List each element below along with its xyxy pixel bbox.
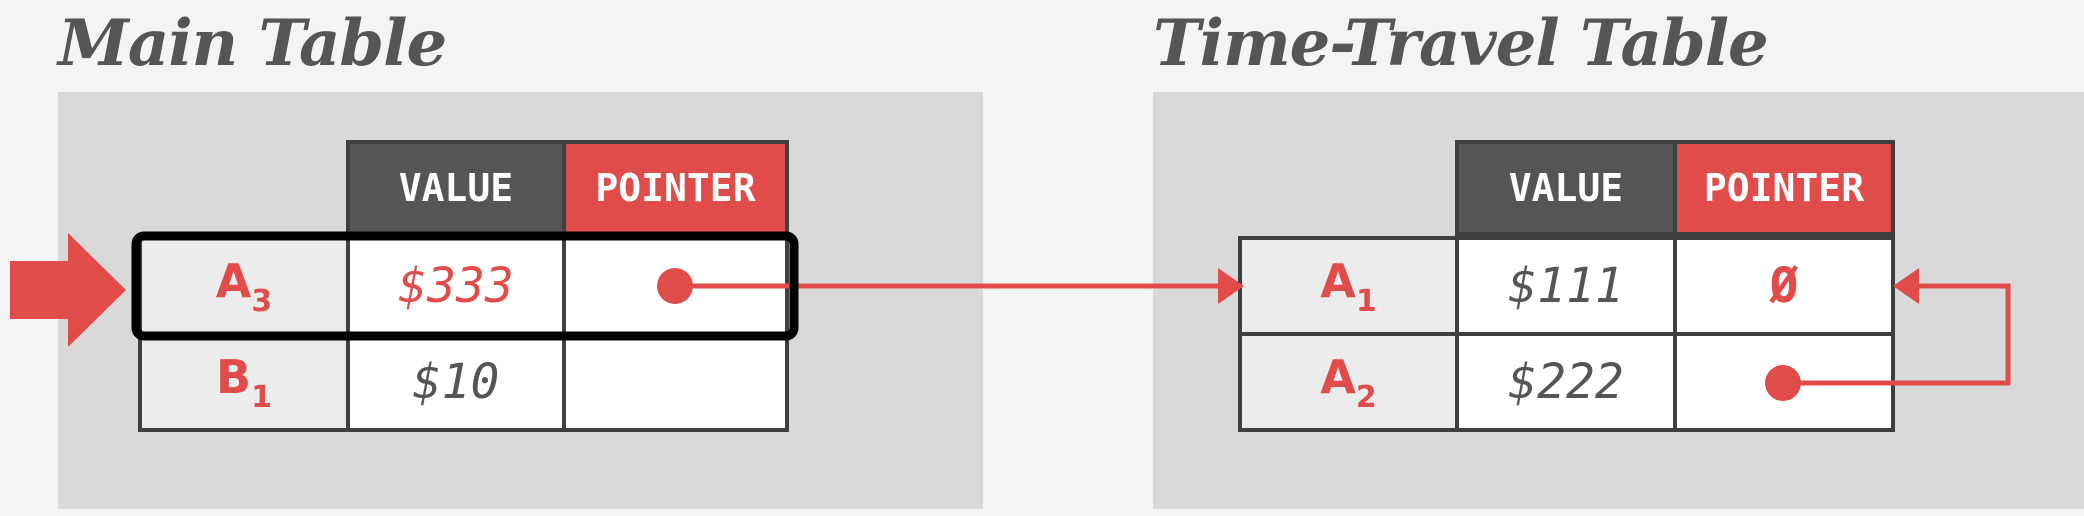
null-pointer-symbol: Ø — [1769, 258, 1799, 314]
main-row-1-key-label: A3 — [215, 253, 273, 319]
pointer-arrowhead-a1 — [1218, 268, 1244, 304]
pointer-line-a2-to-a1 — [1783, 283, 2011, 386]
time-travel-table-title: Time-Travel Table — [1153, 6, 1769, 81]
main-table-title: Main Table — [58, 6, 447, 81]
main-table-header-value: VALUE — [346, 140, 566, 236]
tt-row-2-value-text: $222 — [1508, 354, 1624, 410]
main-row-2-key-label: B1 — [216, 349, 272, 415]
tt-row-2-key: A2 — [1238, 332, 1459, 432]
tt-row-2-value: $222 — [1455, 332, 1677, 432]
tt-row-1-key-label: A1 — [1320, 253, 1377, 319]
tt-table-header-pointer: POINTER — [1673, 140, 1895, 236]
main-row-1-value-text: $333 — [398, 258, 514, 314]
current-row-highlight — [131, 231, 799, 341]
entry-arrow — [10, 233, 126, 347]
tt-row-1-value-text: $111 — [1508, 258, 1624, 314]
main-row-2-value-text: $10 — [412, 354, 500, 410]
pointer-arrowhead-a2-to-a1 — [1893, 268, 1919, 304]
tt-row-2-key-label: A2 — [1320, 349, 1377, 415]
tt-table-header-value: VALUE — [1455, 140, 1677, 236]
